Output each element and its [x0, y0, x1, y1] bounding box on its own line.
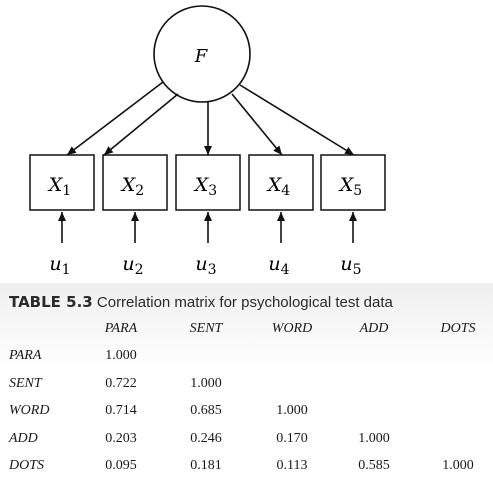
- error-label-4: u4: [268, 253, 289, 278]
- table-cell: 0.714: [105, 403, 137, 418]
- table-cell: 0.246: [190, 431, 222, 446]
- table-cell: 1.000: [358, 431, 390, 446]
- variable-label-5: X5: [338, 174, 362, 199]
- correlation-table: TABLE 5.3 Correlation matrix for psychol…: [0, 283, 493, 485]
- observed-variables: X1 X2 X3 X4 X5: [29, 154, 386, 211]
- table-cell: 0.095: [105, 458, 137, 473]
- loading-arrows: [66, 81, 355, 156]
- error-label-2: u2: [122, 253, 143, 278]
- column-header-word: WORD: [271, 321, 313, 336]
- factor-label: F: [194, 46, 209, 67]
- variable-box-4: X4: [248, 154, 314, 211]
- variable-box-5: X5: [320, 154, 386, 211]
- row-label-para: PARA: [9, 348, 42, 363]
- row-label-sent: SENT: [9, 376, 42, 391]
- table-cell: 0.203: [105, 431, 137, 446]
- column-header-dots: DOTS: [440, 321, 476, 336]
- row-label-dots: DOTS: [9, 458, 45, 473]
- variable-label-1: X1: [47, 174, 71, 199]
- error-label-3: u3: [195, 253, 216, 278]
- table-cell: 0.113: [276, 458, 308, 473]
- table-cell: 0.722: [105, 376, 137, 391]
- variable-label-2: X2: [120, 174, 144, 199]
- loading-arrow-5: [239, 84, 355, 156]
- variable-label-3: X3: [193, 174, 217, 199]
- loading-arrow-4: [231, 93, 283, 156]
- variable-box-2: X2: [102, 154, 168, 211]
- table-cell: 1.000: [442, 458, 474, 473]
- table-cell: 0.170: [276, 431, 308, 446]
- table-number: TABLE 5.3: [9, 293, 93, 311]
- factor-node: F: [153, 5, 251, 103]
- table-title: Correlation matrix for psychological tes…: [96, 294, 393, 311]
- column-header-sent: SENT: [189, 321, 223, 336]
- error-label-1: u1: [49, 253, 70, 278]
- variable-label-4: X4: [266, 174, 291, 199]
- table-cell: 0.685: [190, 403, 222, 418]
- error-label-5: u5: [340, 253, 361, 278]
- loading-arrow-1: [66, 81, 164, 156]
- table-cell: 1.000: [105, 348, 137, 363]
- row-label-word: WORD: [9, 403, 50, 418]
- table-cell: 1.000: [276, 403, 308, 418]
- column-header-para: PARA: [104, 321, 138, 336]
- table-cell: 0.585: [358, 458, 390, 473]
- loading-arrow-2: [103, 93, 179, 156]
- table-cell: 1.000: [190, 376, 222, 391]
- table-cell: 0.181: [190, 458, 222, 473]
- factor-path-diagram: F X1 X2 X3 X4 X5 u1 u2 u3 u4 u5: [29, 5, 386, 278]
- column-header-add: ADD: [359, 321, 389, 336]
- error-arrows: [58, 212, 357, 243]
- table-caption: TABLE 5.3 Correlation matrix for psychol…: [9, 293, 393, 311]
- row-label-add: ADD: [9, 431, 38, 446]
- error-terms: u1 u2 u3 u4 u5: [49, 253, 361, 278]
- variable-box-3: X3: [175, 154, 241, 211]
- variable-box-1: X1: [29, 154, 95, 211]
